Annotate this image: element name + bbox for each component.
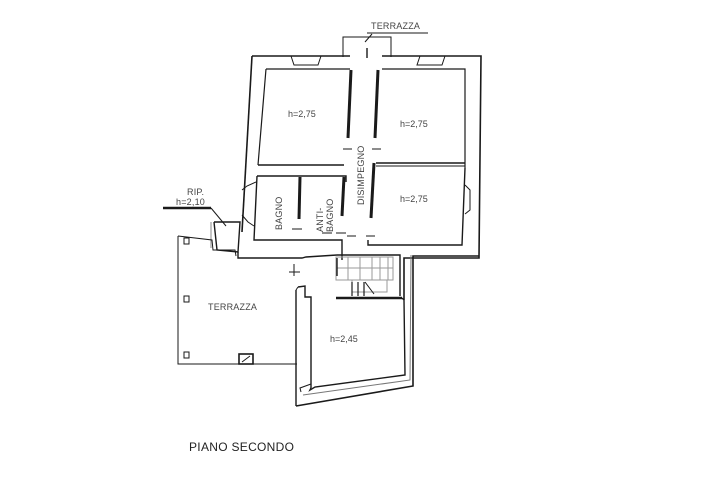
antibagno-label-line2: BAGNO — [325, 198, 335, 232]
room-top-right-walls — [373, 69, 465, 167]
bagno-label: BAGNO — [274, 196, 284, 230]
ripostiglio-height-label: h=2,10 — [176, 197, 205, 207]
staircase — [335, 256, 394, 293]
disimpegno-label: DISIMPEGNO — [356, 145, 366, 205]
top-terrace-outline — [342, 32, 428, 58]
room-bottom-walls — [295, 254, 479, 407]
staircase-walls — [336, 254, 402, 300]
antibagno-label-line1: ANTI- — [315, 207, 325, 233]
door-ticks — [292, 148, 381, 237]
middle-rooms-walls — [253, 162, 471, 260]
terrace-left-label: TERRAZZA — [208, 302, 258, 312]
ripostiglio-walls — [163, 181, 338, 259]
room-top-left-walls — [258, 69, 353, 166]
terrace-top-label: TERRAZZA — [371, 21, 421, 31]
room-bottom-height-label: h=2,45 — [330, 334, 358, 344]
outer-walls-upper — [241, 55, 482, 300]
room-top-right-height-label: h=2,75 — [400, 119, 428, 129]
left-terrace-outline — [177, 235, 300, 365]
ripostiglio-label: RIP. — [187, 187, 205, 197]
room-top-left-height-label: h=2,75 — [288, 109, 316, 119]
floor-title: PIANO SECONDO — [189, 440, 295, 454]
room-mid-right-height-label: h=2,75 — [400, 194, 428, 204]
